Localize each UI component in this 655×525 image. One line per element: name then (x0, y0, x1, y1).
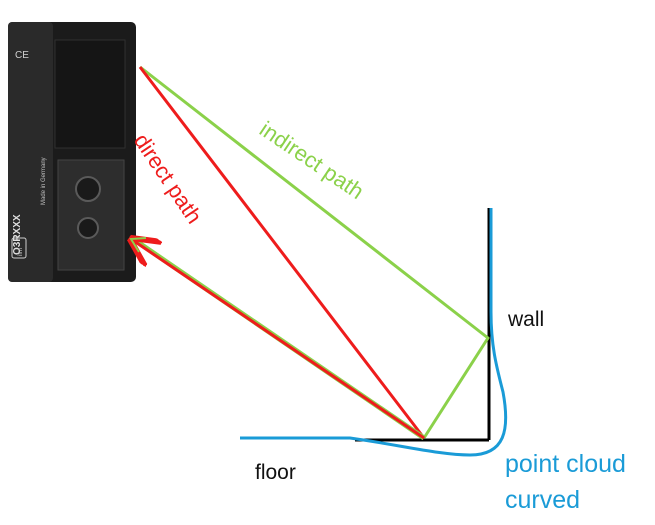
point-cloud-label: point cloud (505, 450, 626, 478)
floor-label: floor (255, 461, 296, 484)
return-path-red (134, 241, 425, 440)
camera-made-in: Made in Germany (41, 157, 47, 205)
wall-label: wall (508, 308, 545, 331)
camera-ce-mark: CE (15, 50, 29, 61)
camera-lens-bottom (77, 217, 99, 239)
point-cloud-curved-label: curved (505, 486, 581, 514)
camera-lens-top (75, 176, 101, 202)
ifm-logo-text: ifm (18, 248, 24, 256)
point-cloud-curve (240, 208, 508, 457)
indirect-path-line (139, 65, 490, 439)
return-arrowhead-green (129, 237, 147, 253)
direct-path-line (138, 66, 426, 439)
camera-model-label: O3RXXX (12, 214, 23, 255)
camera-device: CE Made in Germany O3RXXX ifm (8, 22, 136, 282)
ifm-logo: ifm (11, 237, 27, 259)
camera-front-window (54, 39, 126, 149)
camera-side-panel (8, 22, 53, 282)
